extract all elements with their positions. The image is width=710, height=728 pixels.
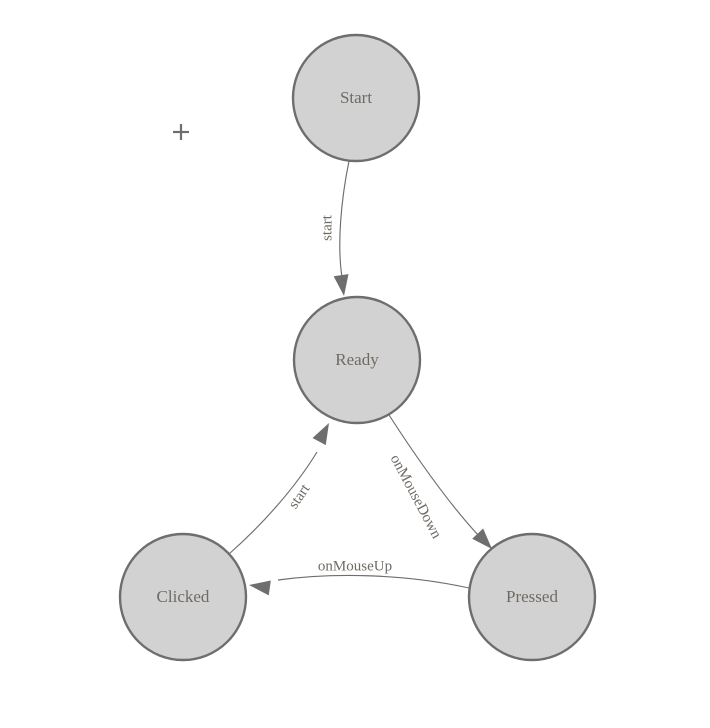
edge-start-to-ready[interactable]: start [319, 160, 351, 297]
node-label: Ready [335, 350, 379, 369]
edge-arrowhead [472, 528, 492, 549]
node-circle[interactable] [291, 33, 421, 163]
node-circle[interactable] [292, 295, 422, 425]
node-ready[interactable]: Ready [292, 295, 422, 425]
edge-label: onMouseUp [318, 558, 392, 574]
edge-line [339, 160, 350, 278]
markers-layer [173, 124, 189, 140]
node-start[interactable]: Start [291, 33, 421, 163]
node-circle[interactable] [467, 532, 597, 662]
node-clicked[interactable]: Clicked [118, 532, 248, 662]
edge-line [388, 414, 480, 537]
edge-pressed-to-clicked[interactable]: onMouseUp [248, 558, 470, 596]
edge-clicked-to-ready[interactable]: start [228, 419, 336, 555]
edge-arrowhead [333, 274, 349, 296]
edge-ready-to-pressed[interactable]: onMouseDown [387, 414, 498, 554]
node-label: Clicked [157, 587, 210, 606]
node-circle[interactable] [118, 532, 248, 662]
node-label: Pressed [506, 587, 558, 606]
crosshair-marker-icon [173, 124, 189, 140]
edge-arrowhead [249, 580, 271, 596]
edge-arrowhead [312, 423, 329, 446]
node-pressed[interactable]: Pressed [467, 532, 597, 662]
edge-line [228, 451, 318, 555]
edge-label: start [319, 214, 335, 241]
edge-line [277, 574, 470, 589]
edge-label: start [286, 481, 314, 512]
edge-label: onMouseDown [387, 452, 445, 542]
node-label: Start [340, 88, 372, 107]
